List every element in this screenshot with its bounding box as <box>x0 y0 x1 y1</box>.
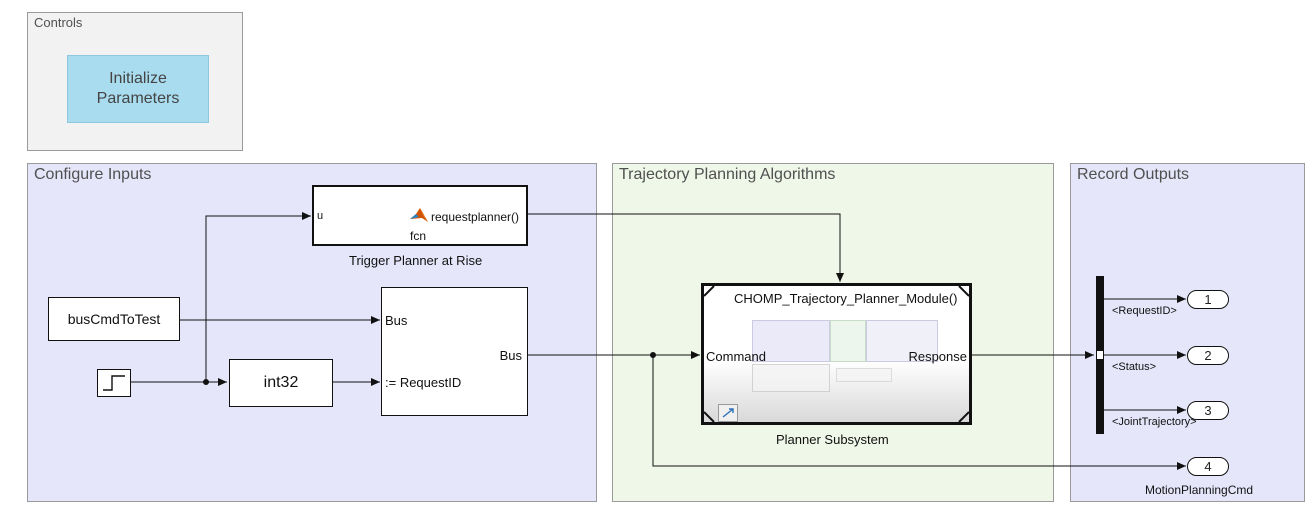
int32-conversion-block[interactable]: int32 <box>229 359 333 407</box>
outport-3-number: 3 <box>1204 403 1212 418</box>
bus-cmd-to-test-block[interactable]: busCmdToTest <box>48 297 180 341</box>
outport-4[interactable]: 4 <box>1187 457 1229 476</box>
configure-inputs-title: Configure Inputs <box>34 166 152 183</box>
trajectory-planning-title: Trajectory Planning Algorithms <box>619 166 836 183</box>
initialize-label-line1: Initialize <box>109 70 167 87</box>
matlab-logo-icon <box>409 206 429 227</box>
wire-step-fcn <box>205 212 311 382</box>
planner-input-command: Command <box>706 349 766 364</box>
fcn-input-port-label: u <box>317 210 324 222</box>
branch-dot-step <box>203 379 209 385</box>
bus-selector-block[interactable] <box>1096 276 1104 434</box>
bus-cmd-to-test-label: busCmdToTest <box>67 311 161 327</box>
outport-4-number: 4 <box>1204 459 1212 474</box>
trigger-planner-caption: Trigger Planner at Rise <box>349 253 483 268</box>
initialize-parameters-button[interactable]: Initialize Parameters <box>67 55 209 123</box>
signal-label-jointtrajectory: <JointTrajectory> <box>1112 416 1197 428</box>
wire-bus-port4 <box>652 355 1186 470</box>
bus-assign-input-bus: Bus <box>385 313 408 328</box>
subsystem-link-icon <box>718 404 738 422</box>
signal-label-requestid: <RequestID> <box>1112 305 1177 317</box>
bus-assign-output-bus: Bus <box>499 348 522 363</box>
fcn-name-label: fcn <box>410 229 427 243</box>
step-block[interactable] <box>97 369 131 397</box>
int32-label: int32 <box>263 374 299 391</box>
outport-2[interactable]: 2 <box>1187 346 1229 365</box>
record-outputs-title: Record Outputs <box>1077 166 1190 183</box>
outport-2-number: 2 <box>1204 348 1212 363</box>
bus-assignment-block[interactable]: Bus := RequestID Bus <box>381 287 528 416</box>
outport-1[interactable]: 1 <box>1187 290 1229 309</box>
outport-1-number: 1 <box>1204 292 1212 307</box>
subsystem-corner-marks <box>704 286 969 422</box>
planner-subsystem-block[interactable]: CHOMP_Trajectory_Planner_Module() Comman… <box>701 283 972 425</box>
planner-output-response: Response <box>908 349 967 364</box>
fcn-output-port-label: requestplanner() <box>431 210 520 224</box>
planner-title-label: CHOMP_Trajectory_Planner_Module() <box>734 291 958 306</box>
wire-trigger-planner <box>528 213 844 282</box>
planner-subsystem-caption: Planner Subsystem <box>776 432 889 447</box>
bus-selector-port-marker <box>1097 351 1103 359</box>
controls-area-title: Controls <box>34 15 83 30</box>
record-outputs-area: Record Outputs <box>1070 163 1305 502</box>
planner-thumbnail <box>752 320 938 392</box>
outport-4-name: MotionPlanningCmd <box>1145 483 1254 497</box>
branch-dot-bus <box>650 352 656 358</box>
signal-label-status: <Status> <box>1112 361 1157 373</box>
initialize-label-line2: Parameters <box>96 90 180 107</box>
bus-assign-input-requestid: := RequestID <box>385 375 462 390</box>
outport-3[interactable]: 3 <box>1187 401 1229 420</box>
step-icon <box>103 375 125 391</box>
trigger-planner-fcn-block[interactable]: u requestplanner() fcn <box>312 185 528 246</box>
